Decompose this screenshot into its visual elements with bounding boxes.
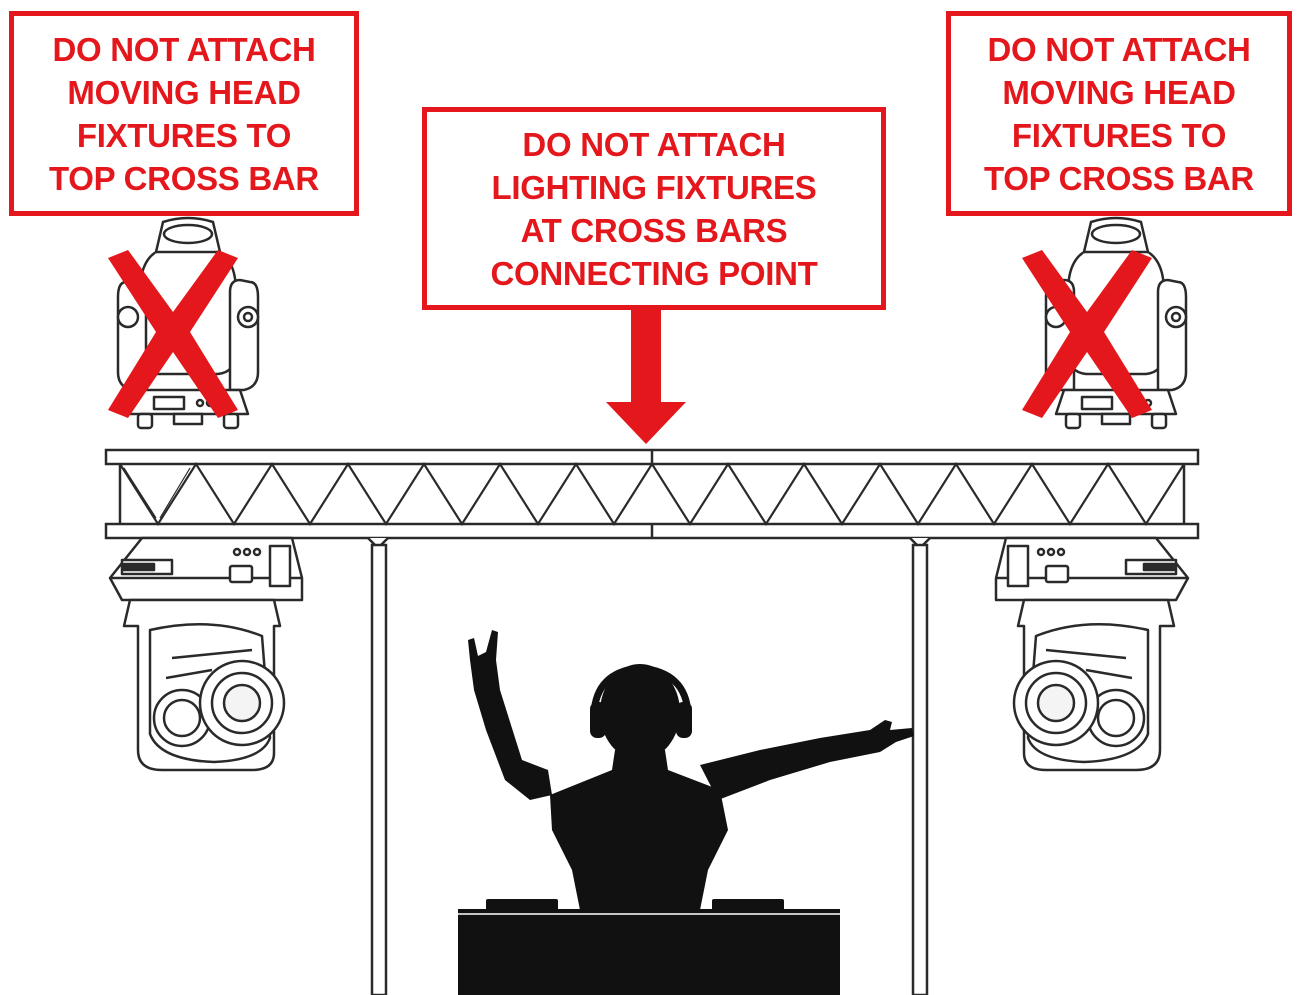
truss-uprights	[367, 537, 931, 995]
warning-box-center: DO NOT ATTACH LIGHTING FIXTURES AT CROSS…	[422, 107, 886, 310]
dj-booth	[458, 899, 840, 995]
warning-text-left: DO NOT ATTACH MOVING HEAD FIXTURES TO TO…	[49, 30, 319, 197]
arrow-down-icon	[606, 310, 686, 444]
moving-head-fixture-hanging-left	[108, 536, 304, 772]
moving-head-fixture-hanging-right	[994, 536, 1190, 772]
warning-text-center: DO NOT ATTACH LIGHTING FIXTURES AT CROSS…	[490, 125, 818, 292]
warning-box-right: DO NOT ATTACH MOVING HEAD FIXTURES TO TO…	[946, 11, 1292, 216]
warning-text-right: DO NOT ATTACH MOVING HEAD FIXTURES TO TO…	[984, 30, 1254, 197]
truss-cross-bar	[104, 448, 1200, 540]
warning-box-left: DO NOT ATTACH MOVING HEAD FIXTURES TO TO…	[9, 11, 359, 216]
dj-silhouette	[468, 630, 914, 910]
